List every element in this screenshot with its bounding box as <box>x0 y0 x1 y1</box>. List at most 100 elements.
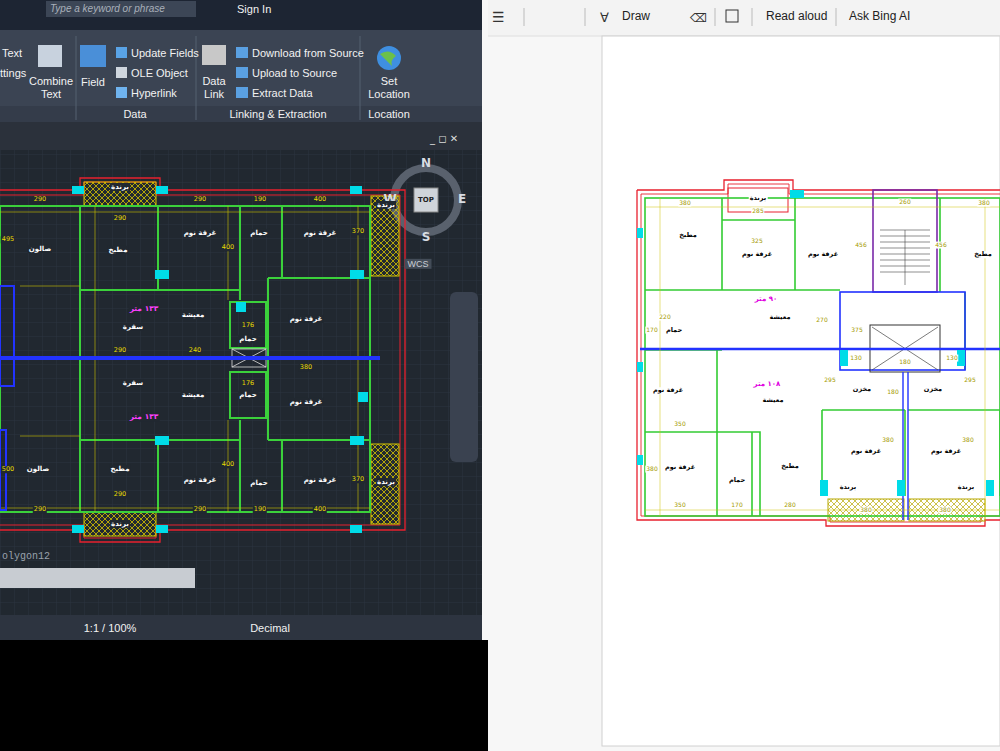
dimension-label: 370 <box>351 228 365 235</box>
dimension-label: 400 <box>221 461 235 468</box>
dimension-label: 456 <box>854 242 867 249</box>
dimension-label: 285 <box>751 208 764 215</box>
dimension-label: 380 <box>678 200 691 207</box>
room-label: مخزن <box>923 386 943 393</box>
dimension-label: 290 <box>193 506 207 513</box>
room-label: مخزن <box>852 386 872 393</box>
dimension-label: 220 <box>658 314 671 321</box>
ui-label: Location <box>368 108 410 121</box>
ui-label: Field <box>81 76 105 89</box>
dimension-label: 500 <box>1 466 15 473</box>
room-label: صالون <box>28 245 52 253</box>
svg-text:⌫: ⌫ <box>689 11 707 25</box>
ui-label: S <box>422 231 431 245</box>
room-label: برندة <box>957 484 976 491</box>
room-label: غرفة نوم <box>183 476 218 484</box>
area-label: ١٣٣ متر <box>129 305 160 314</box>
dimension-label: 190 <box>253 196 267 203</box>
room-label: حمام <box>665 327 683 334</box>
dimension-label: 130 <box>849 355 862 362</box>
dimension-label: 260 <box>898 199 911 206</box>
room-label: غرفة نوم <box>741 251 773 258</box>
ui-label: Upload to Source <box>252 67 337 80</box>
dimension-label: 280 <box>783 502 796 509</box>
ui-label: Text <box>2 47 22 60</box>
room-label: مطبخ <box>109 465 130 473</box>
dimension-label: 400 <box>313 196 327 203</box>
ui-label: OLE Object <box>131 67 188 80</box>
room-label: سفرة <box>122 323 144 331</box>
autocad-window: _ ◻ ✕ <box>0 0 488 751</box>
ui-label: olygon12 <box>2 551 50 563</box>
area-label: ٩٠ متر <box>754 295 779 303</box>
ui-label: Read aloud <box>766 10 827 24</box>
room-label: حمام <box>238 335 258 343</box>
room-label: غرفة نوم <box>289 398 324 406</box>
dimension-label: 290 <box>113 491 127 498</box>
room-label: حمام <box>238 391 258 399</box>
ui-label: Update Fields <box>131 47 199 60</box>
room-label: برندة <box>839 484 858 491</box>
dimension-label: 380 <box>645 466 658 473</box>
dimension-label: 190 <box>253 506 267 513</box>
dimension-label: 170 <box>730 502 743 509</box>
room-label: غرفة نوم <box>930 448 962 455</box>
dimension-label: 370 <box>351 476 365 483</box>
room-label: مطبخ <box>973 251 993 258</box>
room-label: غرفة نوم <box>289 315 324 323</box>
ui-label: Draw <box>622 10 650 24</box>
room-label: مطبخ <box>678 232 698 239</box>
ui-label: Ask Bing AI <box>849 10 910 24</box>
ui-label: Decimal <box>250 622 290 635</box>
dimension-label: 350 <box>673 502 686 509</box>
room-label: برندة <box>749 195 768 202</box>
ui-label: Combine Text <box>28 75 74 100</box>
room-label: غرفة نوم <box>303 229 338 237</box>
dimension-label: 380 <box>961 437 974 444</box>
room-label: غرفة نوم <box>303 476 338 484</box>
room-label: معيشة <box>762 397 785 404</box>
dimension-label: 290 <box>33 196 47 203</box>
ui-label: Data <box>123 108 146 121</box>
ui-label: Extract Data <box>252 87 313 100</box>
svg-text:☰: ☰ <box>492 9 505 25</box>
dimension-label: 240 <box>188 347 202 354</box>
ui-label: 1:1 / 100% <box>84 622 137 635</box>
ui-label: N <box>421 157 431 171</box>
dimension-label: 495 <box>1 236 15 243</box>
room-label: غرفة نوم <box>664 464 696 471</box>
room-label: حمام <box>249 229 269 237</box>
room-label: معيشة <box>769 314 792 321</box>
room-label: برندة <box>110 183 130 191</box>
room-label: معيشة <box>181 311 206 319</box>
dimension-label: 270 <box>815 317 828 324</box>
ui-label: WCS <box>405 259 432 269</box>
ui-label: Type a keyword or phrase <box>50 3 165 15</box>
right-floor-plan <box>637 180 1000 526</box>
pdf-viewer: ☰ ∀ ⌫ <box>488 0 1000 746</box>
room-label: مطبخ <box>780 463 800 470</box>
room-label: حمام <box>728 477 746 484</box>
room-label: برندة <box>110 520 130 528</box>
dimension-label: 295 <box>963 377 976 384</box>
dimension-label: 130 <box>945 355 958 362</box>
ui-label: Download from Source <box>252 47 364 60</box>
dimension-label: 290 <box>113 347 127 354</box>
ui-label: Linking & Extraction <box>229 108 326 121</box>
ui-label: Hyperlink <box>131 87 177 100</box>
dimension-label: 290 <box>33 506 47 513</box>
area-label: ١٠٨ متر <box>753 380 782 388</box>
left-floor-plan <box>0 178 405 542</box>
dimension-label: 290 <box>193 196 207 203</box>
room-label: مطبخ <box>107 246 128 254</box>
dimension-label: 176 <box>241 380 255 387</box>
dimension-label: 375 <box>850 327 863 334</box>
dimension-label: 170 <box>645 327 658 334</box>
ui-label: ttings <box>0 67 26 80</box>
dimension-label: 180 <box>898 359 911 366</box>
dimension-label: 400 <box>221 244 235 251</box>
dimension-label: 380 <box>977 200 990 207</box>
room-label: برندة <box>376 478 396 486</box>
